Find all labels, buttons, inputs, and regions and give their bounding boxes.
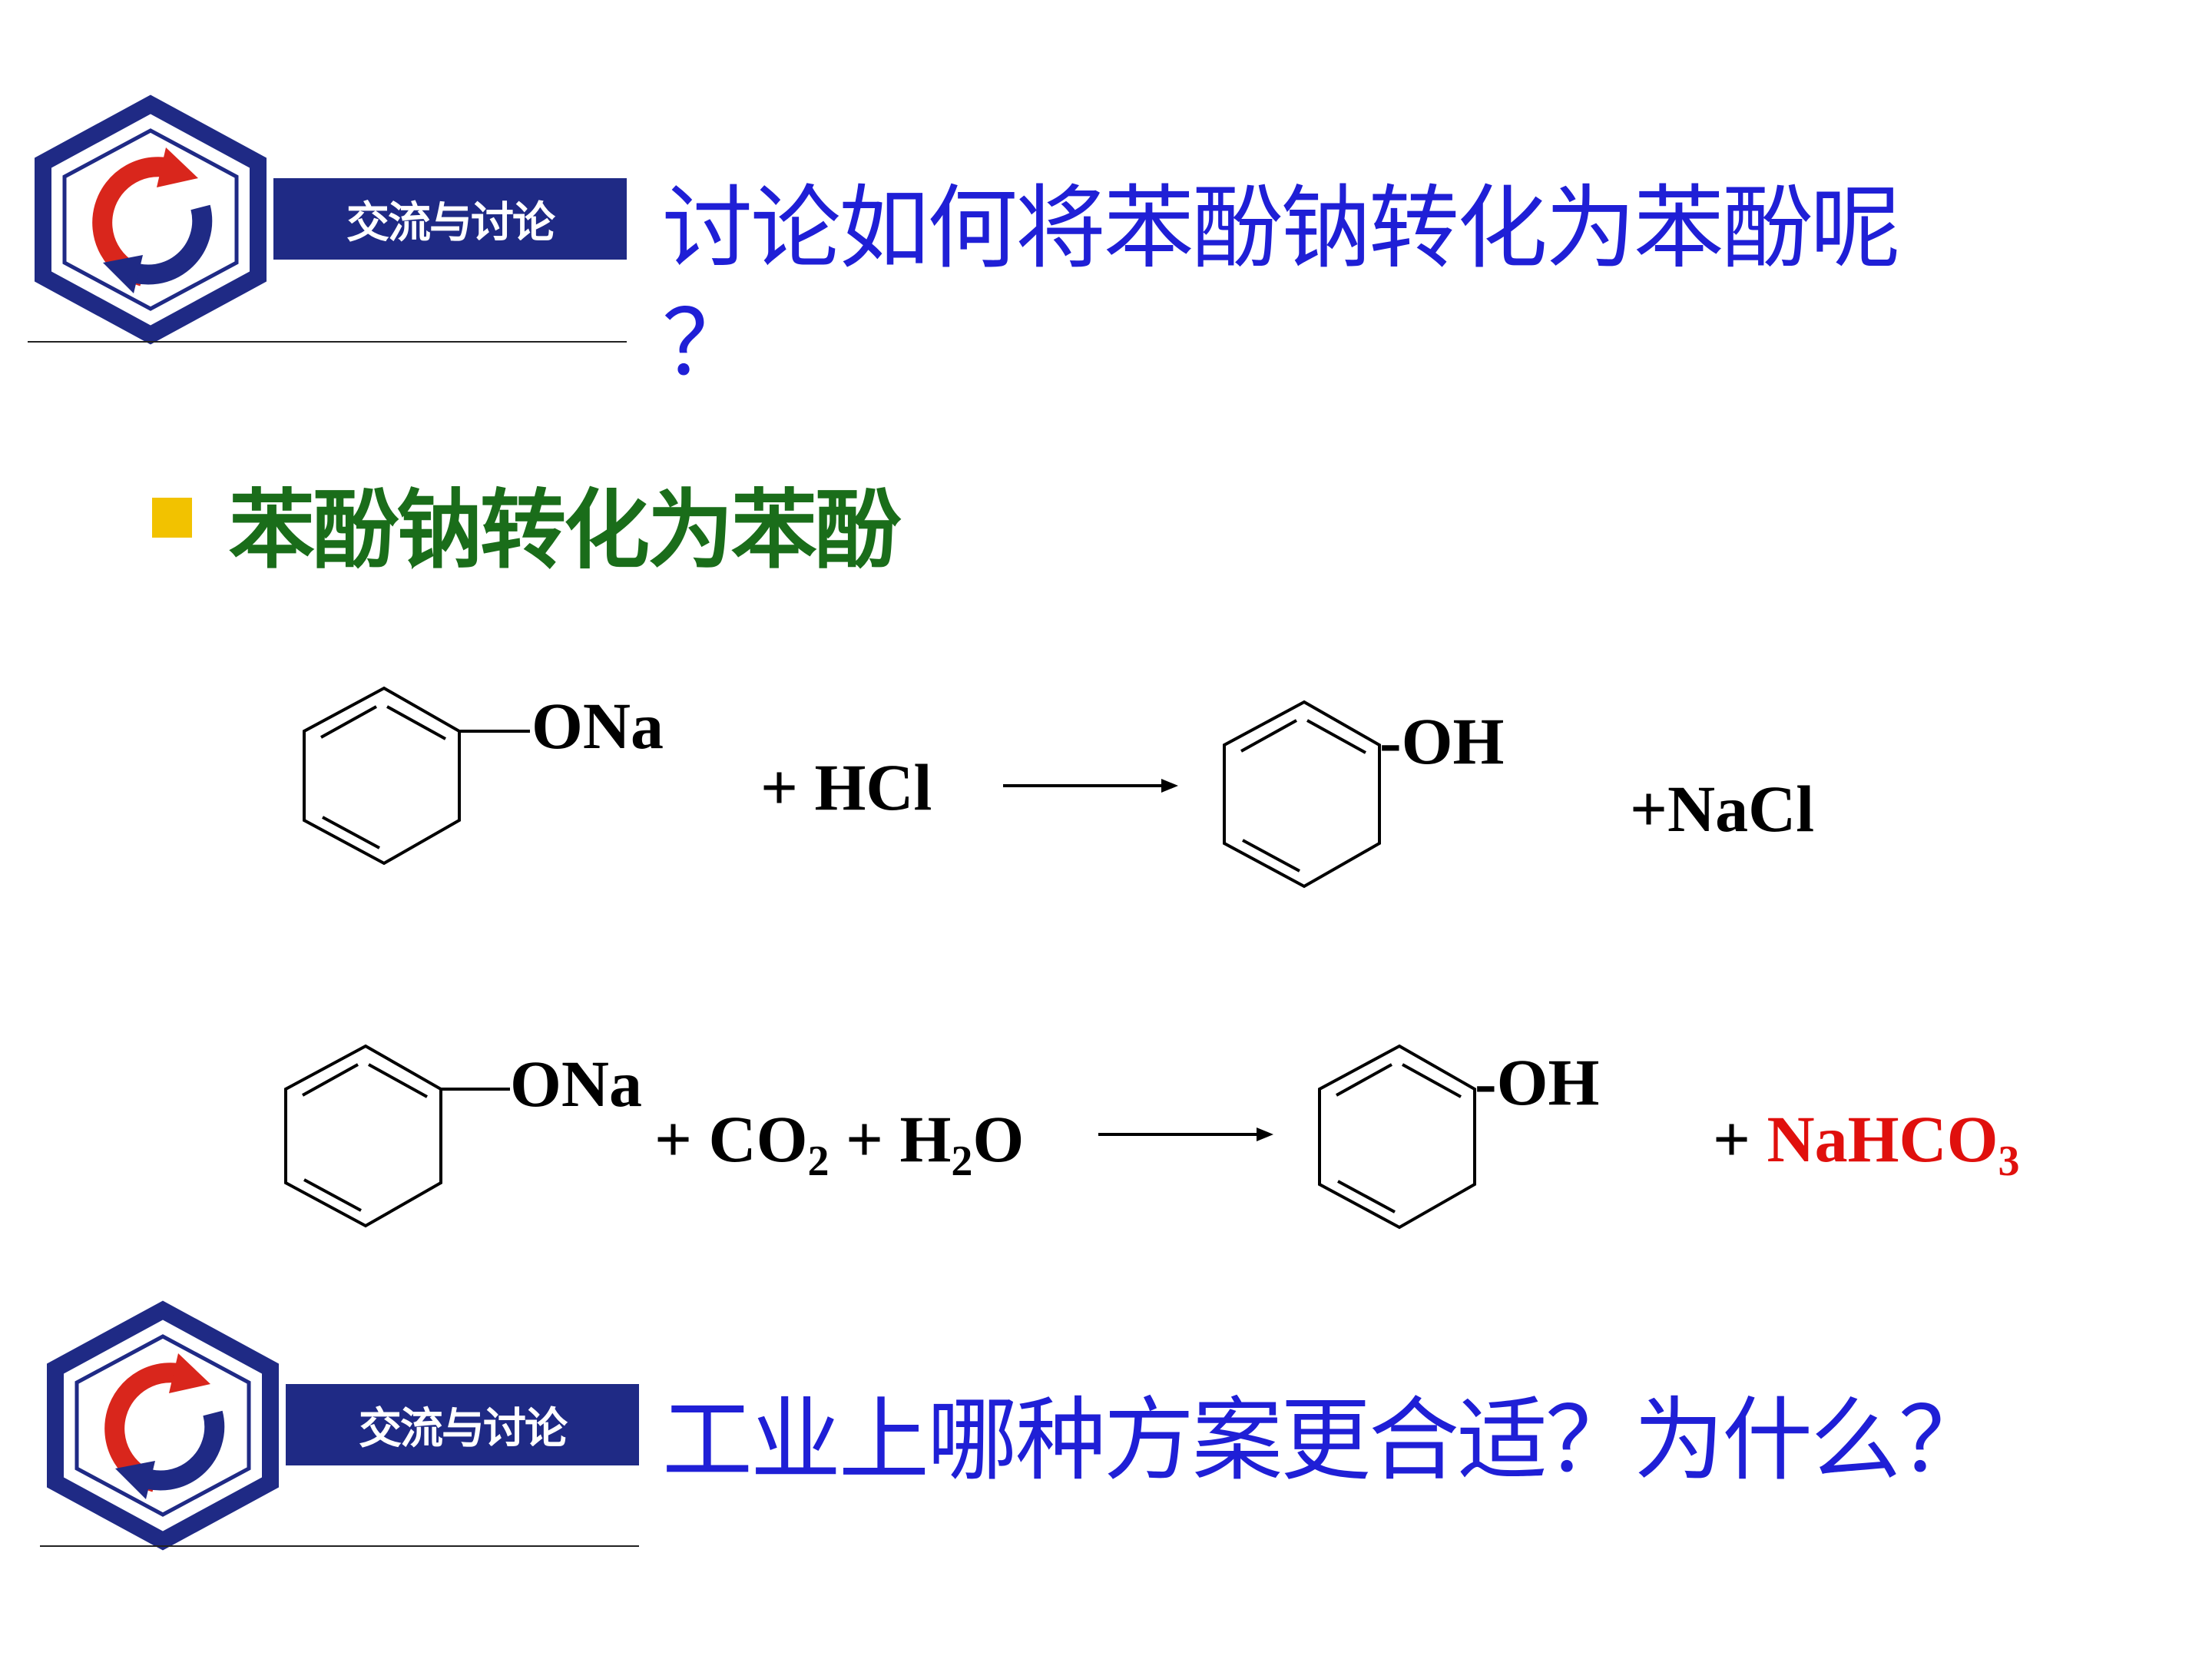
benzene-ring-reactant-2 <box>284 1044 510 1228</box>
logo-banner: 交流与讨论 <box>273 178 627 260</box>
logo-underline <box>28 341 627 343</box>
byproduct-2: + NaHCO3 <box>1713 1106 2020 1183</box>
discussion-logo-top: 交流与讨论 <box>28 92 627 346</box>
logo-banner: 交流与讨论 <box>286 1384 639 1465</box>
title-line-1: 讨论如何将苯酚钠转化为苯酚呢 <box>662 175 1901 281</box>
byproduct-1: +NaCl <box>1630 772 1815 846</box>
reactant-group-1: ONa <box>531 689 664 763</box>
reaction-arrow-1 <box>1003 779 1178 793</box>
reagent-2-o: O <box>972 1102 1025 1176</box>
discussion-logo-bottom: 交流与讨论 <box>40 1298 639 1551</box>
discussion-question: 工业上哪种方案更合适？为什么？ <box>662 1387 1989 1493</box>
reagent-2-h-sub: 2 <box>951 1137 973 1185</box>
reagent-1: + HCl <box>760 750 932 824</box>
reagent-2-co: + CO <box>654 1102 808 1176</box>
benzene-ring-reactant-1 <box>303 686 530 866</box>
product-group-1: -OH <box>1379 704 1505 778</box>
reagent-2-h: + H <box>829 1102 952 1176</box>
byproduct-2-plus: + <box>1713 1102 1767 1176</box>
product-group-2-text: OH <box>1496 1045 1600 1119</box>
byproduct-2-nahco: NaHCO <box>1767 1102 1998 1176</box>
section-heading: 苯酚钠转化为苯酚 <box>229 481 901 581</box>
product-group-1-text: OH <box>1401 704 1505 778</box>
logo-underline <box>40 1545 639 1547</box>
title-line-2: ？ <box>662 290 753 396</box>
bullet-square-icon <box>152 498 192 538</box>
reagent-2-co-sub: 2 <box>807 1137 830 1185</box>
benzene-ring-product-2 <box>1318 1044 1476 1230</box>
page-title: 讨论如何将苯酚钠转化为苯酚呢 ？ <box>662 171 1901 401</box>
benzene-ring-product-1 <box>1223 700 1381 889</box>
reaction-arrow-2 <box>1098 1128 1273 1141</box>
reagent-2: + CO2 + H2O <box>654 1106 1024 1183</box>
product-group-2: -OH <box>1475 1045 1600 1119</box>
byproduct-2-sub: 3 <box>1998 1137 2020 1185</box>
reactant-group-2: ONa <box>510 1047 642 1121</box>
hexagon-cycle-icon <box>47 1300 279 1551</box>
hexagon-cycle-icon <box>35 94 267 345</box>
